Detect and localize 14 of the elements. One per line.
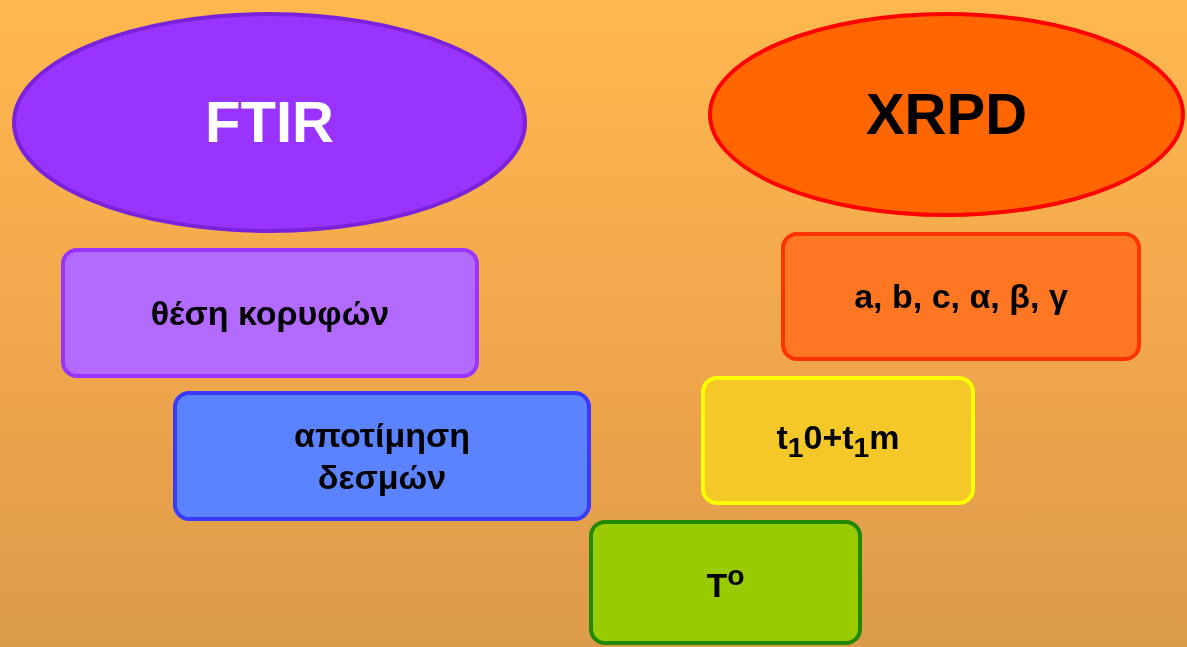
technique-label: XRPD xyxy=(865,80,1028,149)
parameter-label: t$_{1}$0+t$_{1}$m xyxy=(776,416,900,465)
parameter-label: θέση κορυφών xyxy=(150,292,390,334)
technique-ellipse xyxy=(12,12,527,233)
parameter-box xyxy=(781,232,1141,361)
parameter-box xyxy=(589,520,862,645)
parameter-label: αποτίμηση δεσμών xyxy=(293,414,471,498)
parameter-box xyxy=(173,391,591,521)
parameter-label: T$^{o}$ xyxy=(706,558,745,607)
technique-label: FTIR xyxy=(205,88,334,157)
parameter-label: a, b, c, α, β, γ xyxy=(854,276,1068,318)
parameter-box xyxy=(61,248,479,378)
parameter-box xyxy=(701,376,975,505)
technique-ellipse xyxy=(708,12,1185,217)
